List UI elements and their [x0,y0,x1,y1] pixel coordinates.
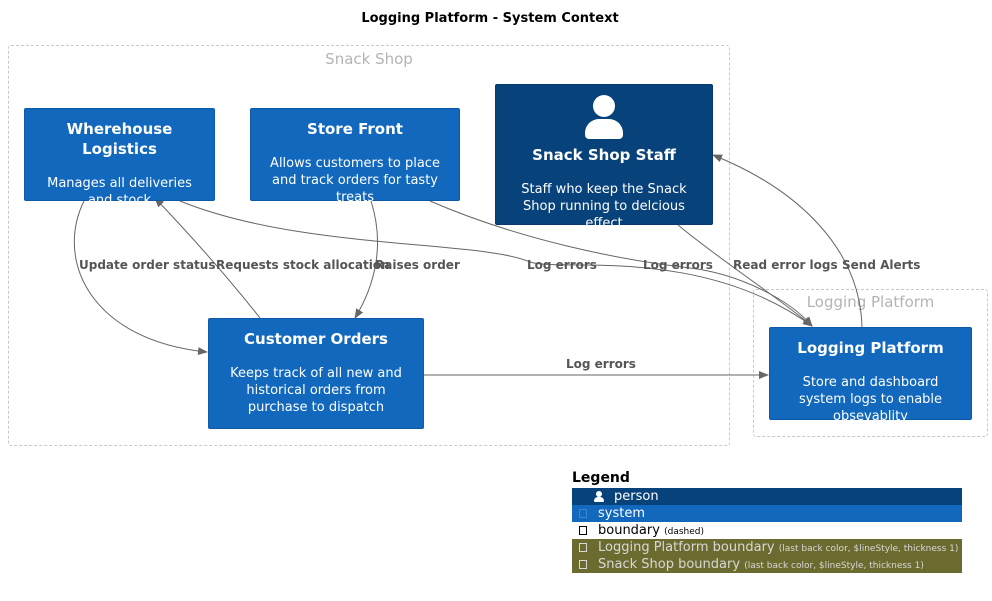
node-store-front[interactable]: Store Front Allows customers to place an… [250,108,460,205]
legend-row-logging-boundary: Logging Platform boundary (last back col… [572,539,962,556]
edge-send-alerts [712,154,863,328]
node-snack-shop-staff-name: Snack Shop Staff [532,146,676,164]
edge-label-log-errors-store: Log errors [643,258,713,272]
edge-raises-order [354,200,379,319]
square-icon [579,543,587,552]
legend-logging-boundary-label: Logging Platform boundary [598,540,775,555]
legend-row-snack-boundary: Snack Shop boundary (last back color, $l… [572,556,962,573]
legend-logging-boundary-note: (last back color, $lineStyle, thickness … [778,544,959,554]
edge-log-errors-store [429,200,813,327]
snack-shop-boundary: Snack Shop [8,45,730,446]
edge-update-order-status [73,200,208,356]
edge-log-errors-warehouse [179,200,813,327]
edge-label-read-error-logs: Read error logs [733,258,838,272]
edge-label-send-alerts: Send Alerts [842,258,921,272]
legend-snack-boundary-note: (last back color, $lineStyle, thickness … [744,561,924,571]
legend-person-label: person [614,489,659,504]
edge-label-log-errors-orders: Log errors [566,357,636,371]
node-customer-orders-desc: Keeps track of all new and historical or… [230,366,402,415]
node-store-front-name: Store Front [307,120,403,138]
person-icon [584,95,624,141]
legend-boundary-note: (dashed) [664,527,704,537]
node-logging-platform[interactable]: Logging Platform Store and dashboard sys… [769,327,972,424]
snack-shop-boundary-label: Snack Shop [325,50,413,68]
logging-platform-boundary: Logging Platform [753,289,988,437]
square-icon [579,560,587,569]
edge-label-log-errors-warehouse: Log errors [527,258,597,272]
legend: Legend person system boundary (dashed) L… [572,470,962,573]
legend-title: Legend [572,470,630,486]
square-icon [579,526,587,535]
diagram-title: Logging Platform - System Context [361,11,619,26]
legend-system-label: system [598,506,645,521]
node-warehouse-logistics-desc: Manages all deliveries and stock [47,176,192,208]
node-customer-orders[interactable]: Customer Orders Keeps track of all new a… [208,318,424,429]
edge-label-update-order-status: Update order status [79,258,216,272]
node-customer-orders-name: Customer Orders [244,330,388,348]
node-warehouse-logistics-name: Wherehouse Logistics [66,120,173,158]
legend-row-system: system [572,505,962,522]
node-logging-platform-desc: Store and dashboard system logs to enabl… [798,375,943,424]
legend-boundary-label: boundary [598,523,660,538]
square-icon [579,509,587,518]
legend-row-person: person [572,488,962,505]
legend-snack-boundary-label: Snack Shop boundary [598,557,741,572]
node-snack-shop-staff-desc: Staff who keep the Snack Shop running to… [521,182,687,231]
legend-row-boundary: boundary (dashed) [572,522,962,539]
edge-requests-stock-allocation [154,197,261,319]
person-icon [593,491,605,502]
logging-platform-boundary-label: Logging Platform [806,293,935,311]
edge-read-error-logs [677,224,813,327]
node-logging-platform-name: Logging Platform [797,339,944,357]
node-snack-shop-staff[interactable]: Snack Shop Staff Staff who keep the Snac… [495,84,713,231]
edge-label-raises-order: Raises order [375,258,460,272]
node-store-front-desc: Allows customers to place and track orde… [270,156,440,205]
edge-label-requests-stock-allocation: Requests stock allocation [216,258,390,272]
node-warehouse-logistics[interactable]: Wherehouse Logistics Manages all deliver… [24,108,215,208]
